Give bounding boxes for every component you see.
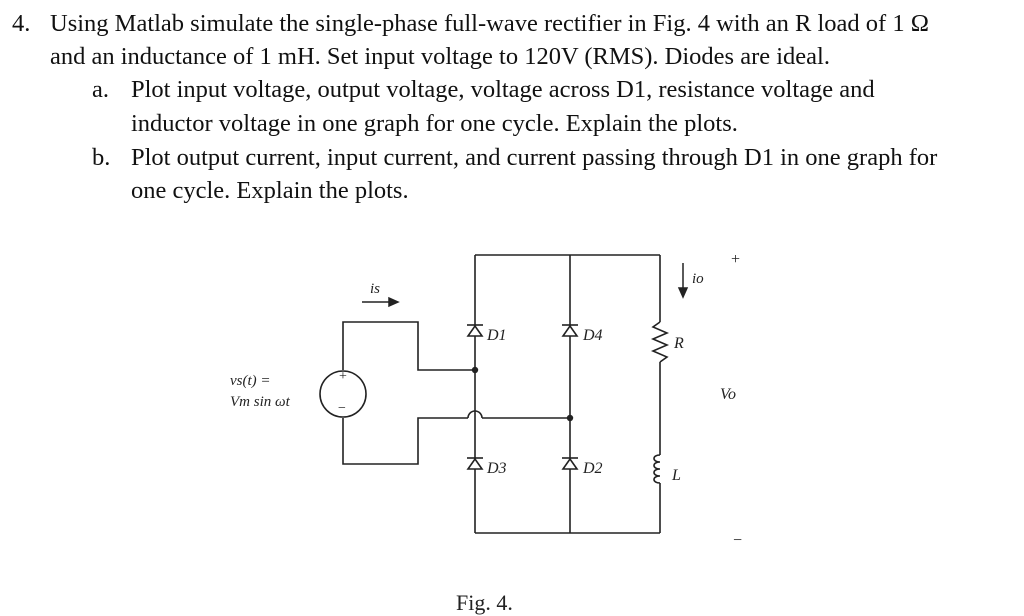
d4-label: D4 [582,327,603,344]
source-label-line2: Vm sin ωt [230,394,291,410]
part-a-label: a. [92,76,109,103]
node-ac-left [471,366,479,374]
d2-label: D2 [582,460,603,477]
diode-d4 [561,324,579,337]
wire-crossover-hop [467,410,483,419]
diode-d1 [466,324,484,337]
source-top-wire [342,321,475,371]
is-arrow-head [388,296,400,308]
r-label: R [673,335,684,352]
source-bottom-wire [342,417,468,465]
source-plus-sign: + [339,369,347,384]
problem-line-2: and an inductance of 1 mH. Set input vol… [50,43,830,70]
output-plus-sign: + [731,251,740,268]
resistor-r [650,321,670,363]
vo-label: Vo [720,386,736,403]
figure-caption: Fig. 4. [456,590,513,615]
source-label-line1: vs(t) = [230,373,271,389]
l-label: L [671,467,681,484]
d1-label: D1 [486,327,507,344]
inductor-l [653,454,661,484]
is-label: is [370,281,380,297]
part-a-line-2: inductor voltage in one graph for one cy… [131,110,738,137]
source-minus-sign: − [338,401,346,416]
diode-d2 [561,457,579,470]
d3-label: D3 [486,460,507,477]
ac-source [319,370,367,418]
output-minus-sign: − [733,532,742,549]
part-b-line-2: one cycle. Explain the plots. [131,177,409,204]
part-b-line-1: Plot output current, input current, and … [131,144,938,171]
diode-d3 [466,457,484,470]
problem-number: 4. [12,10,31,37]
node-ac-right [566,414,574,422]
io-label: io [692,271,704,287]
problem-line-1: Using Matlab simulate the single-phase f… [50,10,929,37]
part-b-label: b. [92,144,111,171]
part-a-line-1: Plot input voltage, output voltage, volt… [131,76,875,103]
io-arrow-head [677,287,689,299]
